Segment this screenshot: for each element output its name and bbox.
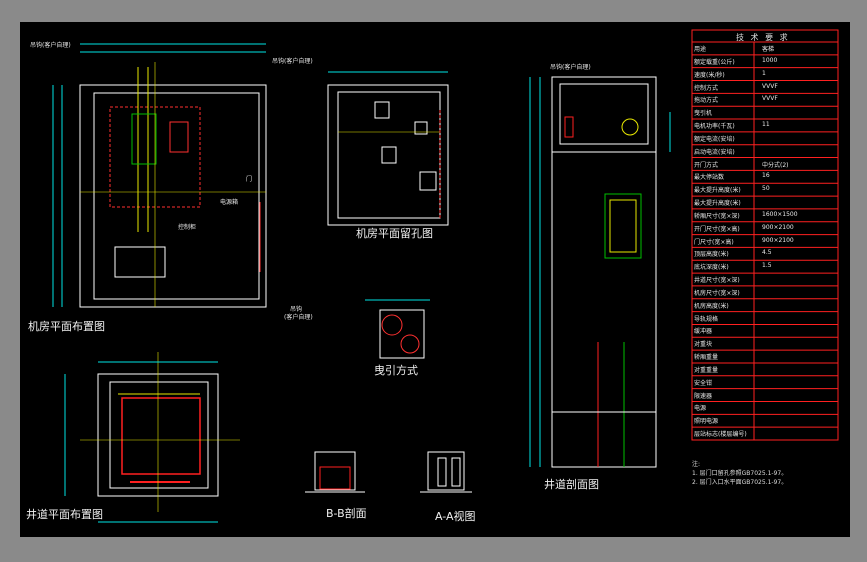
tech-table-title: 技 术 要 求 (736, 33, 790, 42)
tech-table-value: 1 (762, 69, 766, 77)
view-aa (420, 451, 472, 493)
tech-table-label: 拖动方式 (694, 97, 719, 105)
tech-table-label: 曳引机 (694, 110, 713, 118)
tech-table-label: 导轨规格 (694, 315, 719, 323)
tech-table-value: 1000 (762, 56, 778, 64)
tech-table-label: 额定电流(安培) (694, 135, 735, 143)
machine-room-hole-plan (327, 71, 449, 226)
label-hook1: 吊钩(客户自理) (30, 42, 71, 49)
tech-table-label: 照明电源 (694, 418, 719, 426)
tech-table-label: 启动电流(安培) (694, 148, 735, 156)
label-hook3: 吊钩 (290, 306, 303, 313)
label-anchor: (客户自理) (284, 314, 313, 321)
tech-table-grid (691, 29, 839, 441)
tech-table-value: 16 (762, 172, 770, 180)
tech-table-value: 900×2100 (762, 236, 794, 244)
cad-drawing (52, 29, 839, 523)
label-hook-right: 吊钩(客户自理) (550, 64, 591, 71)
hoistway-plan (64, 352, 240, 523)
tech-table-label: 最大提升高度(米) (694, 200, 741, 208)
drawing-canvas[interactable]: 机房平面布置图 机房平面留孔图 曳引方式 井道平面布置图 B-B剖面 A-A视图… (20, 22, 850, 537)
tech-table-label: 用途 (694, 46, 707, 53)
tech-table-value: 4.5 (762, 249, 772, 257)
tech-table-label: 限速器 (694, 392, 713, 400)
tech-table-value: 50 (762, 185, 770, 193)
tech-table-value: VVVF (762, 95, 778, 103)
tech-table-label: 速度(米/秒) (694, 71, 725, 79)
title-hoistway-section: 井道剖面图 (544, 478, 599, 491)
title-hoistway-plan: 井道平面布置图 (26, 508, 103, 521)
tech-table-value: 客梯 (762, 46, 775, 53)
title-section-bb: B-B剖面 (326, 507, 367, 520)
tech-table-value: 900×2100 (762, 223, 794, 231)
title-machine-room-layout: 机房平面布置图 (28, 320, 105, 333)
tech-table-label: 缓冲器 (694, 328, 713, 336)
tech-table-label: 顶层高度(米) (694, 251, 729, 259)
tech-table-label: 开门方式 (694, 161, 719, 169)
section-bb (305, 451, 365, 493)
tech-table-label: 电机功率(千瓦) (694, 123, 735, 131)
tech-table-label: 电源 (694, 405, 707, 413)
label-switch: 电源箱 (220, 199, 239, 206)
label-hook2: 吊钩(客户自理) (272, 58, 313, 65)
tech-table-label: 对重块 (694, 341, 713, 349)
notes-line1: 1. 层门口留孔参照GB7025.1-97。 (692, 470, 788, 477)
label-controller: 控制柜 (178, 224, 197, 231)
tech-table-label: 底坑深度(米) (694, 264, 729, 272)
title-machine-room-holes: 机房平面留孔图 (356, 227, 433, 240)
tech-table-label: 门尺寸(宽×高) (694, 238, 734, 246)
tech-table-label: 轿厢尺寸(宽×深) (694, 212, 740, 220)
tech-table-label: 机房高度(米) (694, 302, 729, 310)
tech-table-label: 最大提升高度(米) (694, 187, 741, 195)
tech-table-label: 对重重量 (694, 366, 719, 374)
tech-table-value: 1600×1500 (762, 210, 798, 218)
tech-table-label: 开门尺寸(宽×高) (694, 225, 740, 233)
notes: 注: 1. 层门口留孔参照GB7025.1-97。 2. 层门入口水平面GB70… (692, 460, 787, 487)
tech-table-label: 控制方式 (694, 84, 719, 92)
notes-header: 注: (692, 461, 701, 468)
tech-table-value: 1.5 (762, 262, 772, 270)
tech-table-label: 井道尺寸(宽×深) (694, 277, 740, 285)
notes-line2: 2. 层门入口水平面GB7025.1-97。 (692, 479, 788, 486)
title-traction-method: 曳引方式 (374, 364, 418, 377)
tech-table-label: 最大停站数 (694, 174, 725, 182)
tech-table-label: 额定载重(公斤) (694, 58, 735, 66)
tech-table-label: 轿厢重量 (694, 354, 719, 362)
tech-table-value: 11 (762, 121, 770, 129)
traction-method (365, 299, 430, 359)
tech-table-label: 层站标志(楼层编号) (694, 431, 747, 439)
tech-table-label: 机房尺寸(宽×深) (694, 289, 740, 297)
tech-table-value: 中分式(2) (762, 161, 789, 169)
label-door: 门 (246, 176, 253, 183)
tech-table-value: VVVF (762, 82, 778, 90)
machine-room-layout (52, 43, 267, 308)
tech-table-label: 安全钳 (694, 379, 713, 387)
title-view-aa: A-A视图 (435, 510, 476, 523)
hoistway-section (529, 76, 671, 468)
